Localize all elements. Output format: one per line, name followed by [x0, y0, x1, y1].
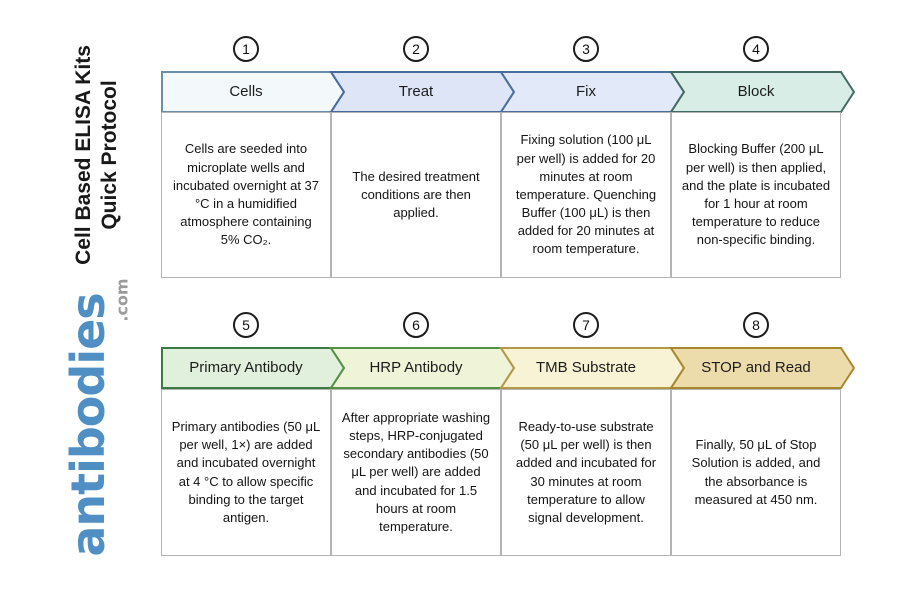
step-description-7: Ready-to-use substrate (50 μL per well) … [515, 418, 657, 525]
step-description-box-1: Cells are seeded into microplate wells a… [161, 112, 331, 278]
step-description-5: Primary antibodies (50 μL per well, 1×) … [171, 418, 321, 525]
step-description-4: Blocking Buffer (200 μL per well) is the… [681, 141, 831, 248]
step-description-box-5: Primary antibodies (50 μL per well, 1×) … [161, 389, 331, 556]
arrow-shapes-row2 [161, 347, 855, 389]
step-description-box-2: The desired treatment conditions are the… [331, 112, 501, 278]
brand-logo-tld: .com [112, 278, 132, 322]
step-circle-7: 7 [573, 312, 599, 338]
arrow-label-cells: Cells [229, 83, 263, 100]
arrow-label-treat: Treat [398, 83, 434, 100]
arrow-label-tmb-substrate: TMB Substrate [535, 359, 637, 376]
arrow-band-row1: Cells Treat Fix Block [161, 71, 855, 113]
arrow-label-fix: Fix [576, 83, 596, 100]
step-circle-1: 1 [233, 36, 259, 62]
step-circle-6: 6 [403, 312, 429, 338]
step-description-2: The desired treatment conditions are the… [352, 168, 480, 221]
step-description-box-8: Finally, 50 μL of Stop Solution is added… [671, 389, 841, 556]
arrow-label-block: Block [737, 83, 775, 100]
step-description-box-6: After appropriate washing steps, HRP-con… [331, 389, 501, 556]
step-circle-8: 8 [743, 312, 769, 338]
step-description-1: Cells are seeded into microplate wells a… [173, 141, 319, 248]
step-description-8: Finally, 50 μL of Stop Solution is added… [691, 437, 821, 507]
arrow-label-hrp-antibody: HRP Antibody [369, 359, 463, 376]
arrow-label-stop-and-read: STOP and Read [701, 359, 811, 376]
page-title: Cell Based ELISA Kits Quick Protocol [71, 45, 124, 265]
step-description-box-4: Blocking Buffer (200 μL per well) is the… [671, 112, 841, 278]
step-description-box-7: Ready-to-use substrate (50 μL per well) … [501, 389, 671, 556]
arrow-shape-stop-and-read [669, 347, 855, 389]
step-circle-3: 3 [573, 36, 599, 62]
step-circle-5: 5 [233, 312, 259, 338]
step-circle-4: 4 [743, 36, 769, 62]
step-description-6: After appropriate washing steps, HRP-con… [341, 409, 491, 534]
arrow-shape-block [669, 71, 855, 113]
brand-logo: antibodies [61, 293, 115, 557]
page-title-line2: Quick Protocol [98, 80, 121, 230]
step-circle-2: 2 [403, 36, 429, 62]
page-title-line1: Cell Based ELISA Kits [71, 45, 95, 265]
step-description-box-3: Fixing solution (100 μL per well) is add… [501, 112, 671, 278]
arrow-shapes-row1 [161, 71, 855, 113]
arrow-label-primary-antibody: Primary Antibody [189, 359, 303, 376]
arrow-band-row2: Primary Antibody HRP Antibody TMB Substr… [161, 347, 855, 389]
step-description-3: Fixing solution (100 μL per well) is add… [515, 132, 657, 257]
